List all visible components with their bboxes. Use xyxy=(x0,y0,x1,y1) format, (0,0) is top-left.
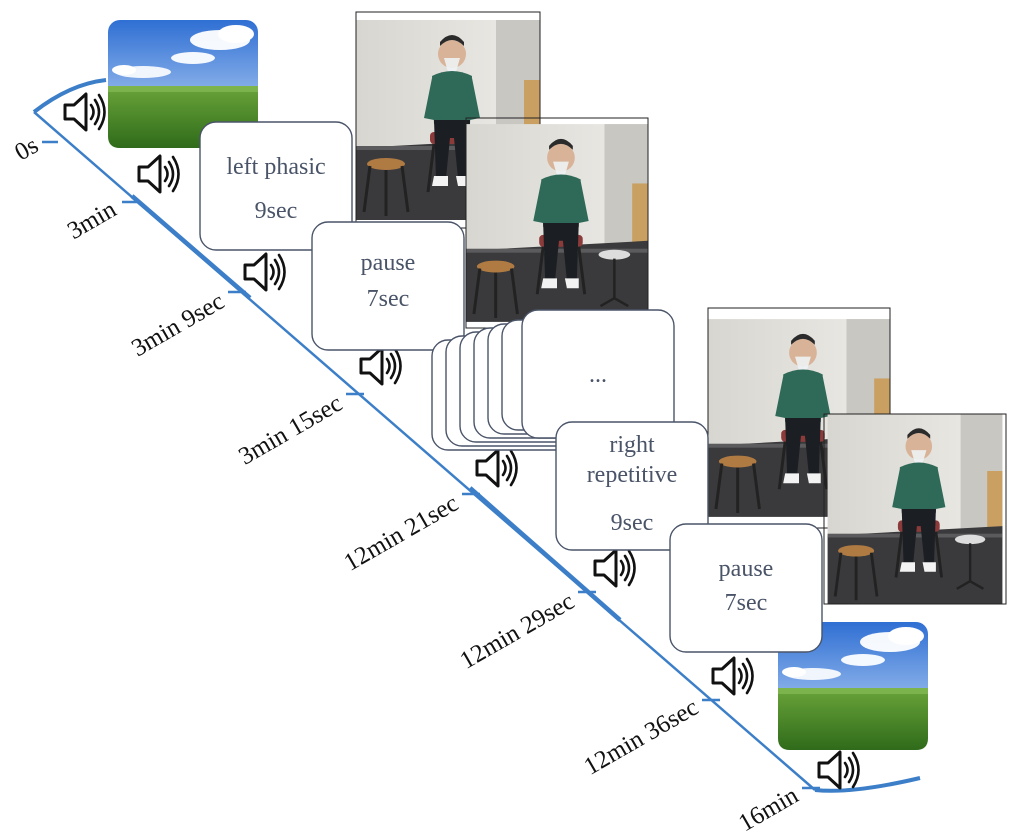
card-pause-1-duration: 7sec xyxy=(367,286,410,312)
card-ellipsis-text: ... xyxy=(589,362,607,388)
card-left-phasic-label: left phasic xyxy=(226,154,325,180)
card-right-repetitive-duration: 9sec xyxy=(611,510,654,536)
card-stack-repeats: ... xyxy=(431,309,675,451)
timeline-axis xyxy=(32,78,921,793)
tick-label-3min: 3min xyxy=(63,196,121,245)
tick-label-3min-15sec: 3min 15sec xyxy=(234,390,347,471)
speaker-icon xyxy=(359,346,402,386)
card-right-repetitive: right repetitive 9sec xyxy=(555,421,709,551)
timeline-ticks xyxy=(42,140,820,790)
speaker-icon xyxy=(593,548,636,588)
speaker-icon xyxy=(243,252,286,292)
speaker-icon xyxy=(475,448,518,488)
card-right-repetitive-label-1: right xyxy=(609,432,655,458)
card-pause-2-label: pause xyxy=(719,556,774,582)
speaker-icon xyxy=(137,154,180,194)
tick-label-16min: 16min xyxy=(734,782,803,838)
participant-photo-pause-1 xyxy=(465,117,649,329)
card-left-phasic: left phasic 9sec xyxy=(199,121,353,251)
speaker-icon xyxy=(63,92,106,132)
card-pause-2: pause 7sec xyxy=(669,523,823,653)
tick-label-3min-9sec: 3min 9sec xyxy=(127,288,229,362)
card-pause-1: pause 7sec xyxy=(311,221,465,351)
card-pause-2-duration: 7sec xyxy=(725,590,768,616)
card-right-repetitive-label-2: repetitive xyxy=(587,462,678,488)
tick-label-12min-21sec: 12min 21sec xyxy=(339,490,463,577)
speaker-icon xyxy=(817,750,860,790)
tick-label-0s: 0s xyxy=(10,132,43,166)
card-left-phasic-duration: 9sec xyxy=(255,198,298,224)
card-pause-1-label: pause xyxy=(361,250,416,276)
tick-label-12min-29sec: 12min 29sec xyxy=(455,588,579,675)
tick-label-12min-36sec: 12min 36sec xyxy=(579,694,703,781)
participant-photo-pause-2 xyxy=(823,413,1007,605)
speaker-icon xyxy=(711,656,754,696)
